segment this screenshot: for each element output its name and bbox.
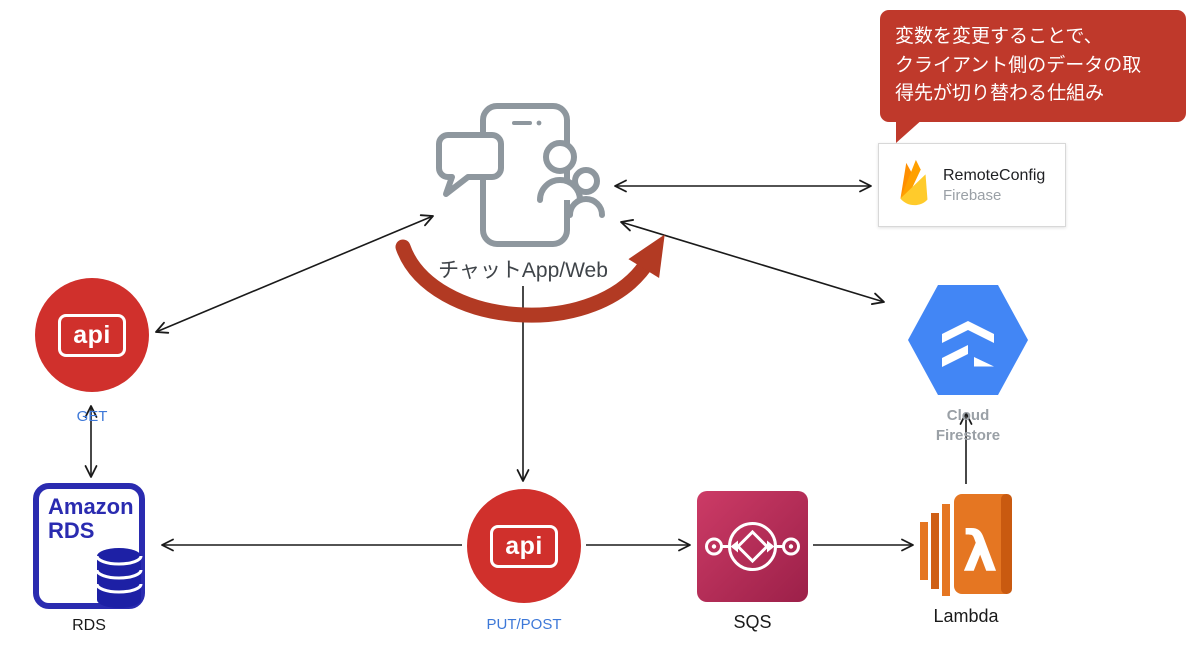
firebase-flame-icon (893, 158, 933, 212)
rds-database-cylinder-icon (94, 546, 144, 610)
rds-icon-text: Amazon RDS (39, 489, 139, 543)
remote-config-subtitle: Firebase (943, 186, 1002, 204)
rds-label: RDS (72, 617, 106, 634)
callout-line-3: 得先が切り替わる仕組み (895, 83, 1105, 104)
api-gateway-put-icon: api (467, 489, 581, 603)
firestore-label: Cloud Firestore (896, 406, 1040, 447)
amazon-rds-icon: Amazon RDS (33, 483, 145, 609)
svg-text:λ: λ (962, 520, 997, 585)
put-post-label: PUT/POST (486, 616, 562, 633)
aws-lambda-icon: λ (920, 488, 1012, 600)
cloud-firestore-hexagon-icon (906, 278, 1030, 402)
callout-bubble: 変数を変更することで、 クライアント側のデータの取 得先が切り替わる仕組み (880, 10, 1186, 143)
rds-icon-line1: Amazon (48, 494, 134, 519)
api-put-icon-text: api (490, 524, 558, 568)
callout-line-2: クライアント側のデータの取 (895, 54, 1142, 76)
callout-tail (896, 117, 924, 143)
remote-config-card: RemoteConfig Firebase (878, 143, 1066, 227)
lambda-label: Lambda (933, 606, 999, 626)
chat-app-label: チャットApp/Web (438, 259, 608, 282)
remote-config-texts: RemoteConfig Firebase (943, 167, 1045, 204)
aws-sqs-icon (697, 491, 808, 602)
sqs-label: SQS (733, 612, 772, 632)
firestore-label-line1: Cloud (946, 407, 990, 424)
api-gateway-get-icon: api (35, 278, 149, 392)
remote-config-title: RemoteConfig (943, 166, 1046, 184)
phone-chat-users-icon (430, 101, 620, 253)
api-get-icon-text: api (58, 313, 126, 357)
get-label: GET (76, 408, 108, 425)
firestore-label-line2: Firestore (935, 427, 1001, 445)
rds-icon-line2: RDS (48, 517, 95, 543)
callout-line-1: 変数を変更することで、 (895, 26, 1103, 47)
